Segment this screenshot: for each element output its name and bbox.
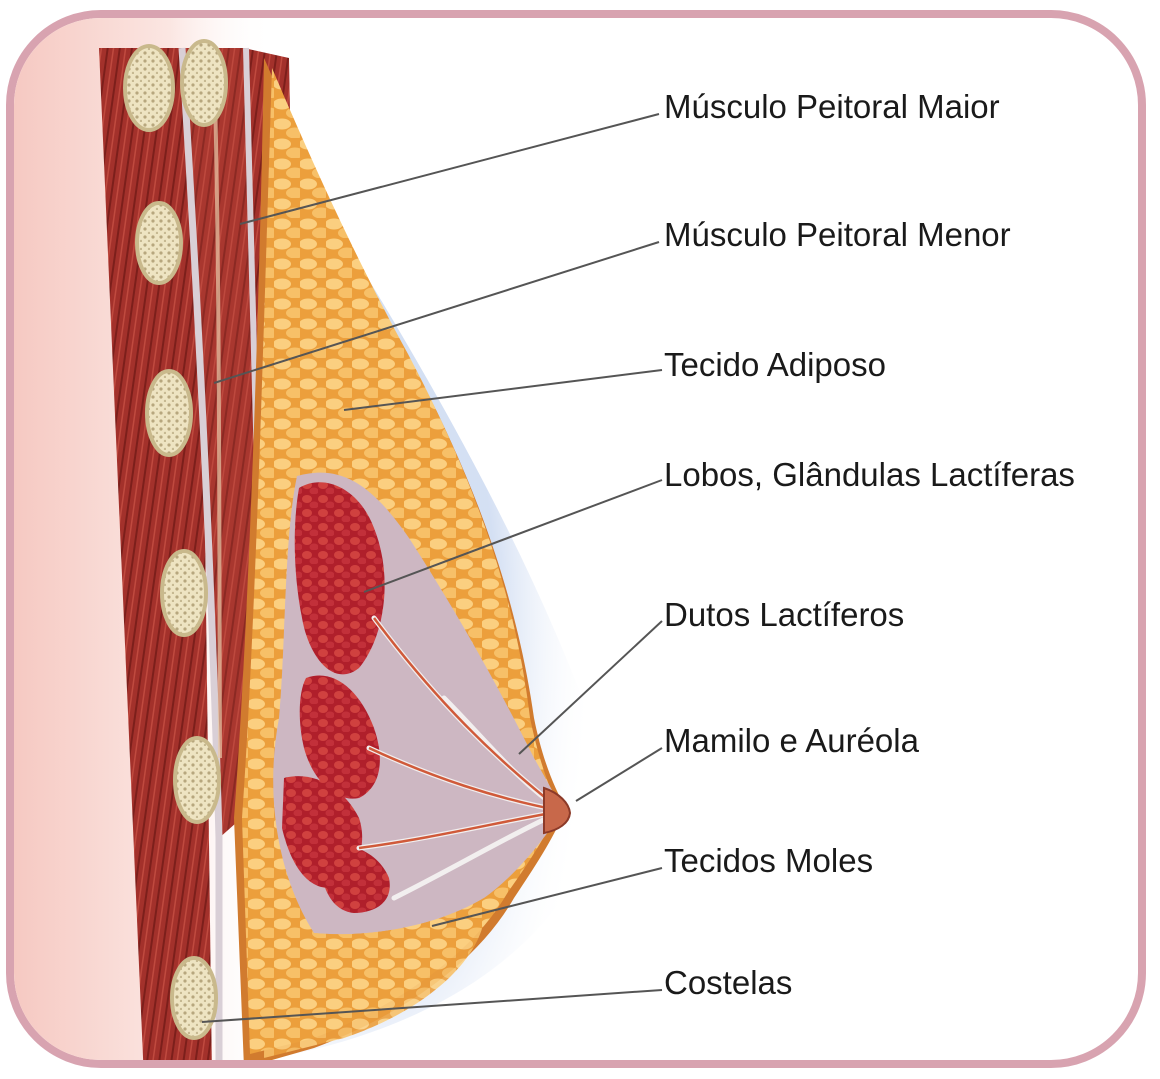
label-lobes-glands: Lobos, Glândulas Lactíferas	[664, 458, 1075, 491]
label-pectoralis-major: Músculo Peitoral Maior	[664, 90, 1000, 123]
diagram-frame: Músculo Peitoral Maior Músculo Peitoral …	[6, 10, 1146, 1068]
label-ribs: Costelas	[664, 966, 792, 999]
label-nipple-areola: Mamilo e Auréola	[664, 724, 919, 757]
label-lactiferous-ducts: Dutos Lactíferos	[664, 598, 904, 631]
label-soft-tissue: Tecidos Moles	[664, 844, 873, 877]
label-pectoralis-minor: Músculo Peitoral Menor	[664, 218, 1011, 251]
breast-cross-section-illustration	[14, 18, 1146, 1068]
label-adipose-tissue: Tecido Adiposo	[664, 348, 886, 381]
